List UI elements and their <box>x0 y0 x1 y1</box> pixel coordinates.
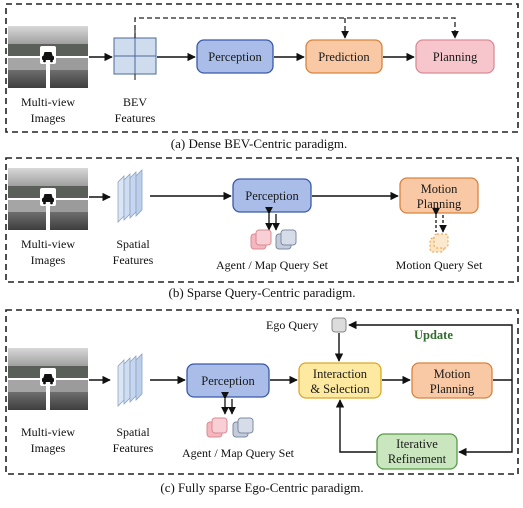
panel-c-agent-map-query-label: Agent / Map Query Set <box>182 446 295 460</box>
panel-c-motion-planning-box <box>411 362 493 399</box>
panel-b-motion-planning-label-1: Motion <box>421 182 459 196</box>
ego-query-icon <box>331 317 347 333</box>
ego-query-label: Ego Query <box>266 318 318 332</box>
panel-b-perception-label: Perception <box>245 189 299 203</box>
panel-a-prediction-box <box>305 39 383 74</box>
panel-b-agent-map-query-icon <box>250 229 297 250</box>
panel-a-bev-label-2: Features <box>115 111 156 125</box>
interaction-label-1: Interaction <box>313 367 368 381</box>
panel-b-multiview-images <box>8 168 88 230</box>
panel-b-motion-query-icon <box>429 233 449 253</box>
panel-a-input-label-2: Images <box>31 111 66 125</box>
panel-b-motion-query-label: Motion Query Set <box>396 258 483 272</box>
panel-a-input-label-1: Multi-view <box>21 95 75 109</box>
iterative-label-1: Iterative <box>396 437 438 451</box>
panel-b-input-label-2: Images <box>31 253 66 267</box>
update-label: Update <box>414 328 453 342</box>
panel-c-perception-label: Perception <box>201 374 255 388</box>
interaction-label-2: & Selection <box>310 382 370 396</box>
panel-b-spatial-label-1: Spatial <box>116 237 150 251</box>
bev-features-grid <box>113 30 157 80</box>
panel-a-prediction-label: Prediction <box>318 50 370 64</box>
panel-c-motion-planning-label-1: Motion <box>434 367 472 381</box>
panel-b-agent-map-query-label: Agent / Map Query Set <box>216 258 329 272</box>
panel-b-frame <box>5 157 519 283</box>
panel-a-planning-box <box>415 39 495 74</box>
panel-c-spatial-label-2: Features <box>113 441 154 455</box>
panel-c-caption: (c) Fully sparse Ego-Centric paradigm. <box>160 480 363 495</box>
panel-c-input-label-2: Images <box>31 441 66 455</box>
panel-c-frame <box>5 309 519 475</box>
iterative-label-2: Refinement <box>388 452 447 466</box>
panel-b-spatial-label-2: Features <box>113 253 154 267</box>
panel-a-perception-label: Perception <box>208 50 262 64</box>
panel-c-motion-planning-label-2: Planning <box>430 382 475 396</box>
interaction-selection-box <box>298 362 382 399</box>
panel-c-input-label-1: Multi-view <box>21 425 75 439</box>
panel-a-frame <box>5 3 519 133</box>
panel-c-spatial-label-1: Spatial <box>116 425 150 439</box>
panel-c-agent-map-query-icon <box>206 417 254 438</box>
panel-c-multiview-images <box>8 348 88 410</box>
panel-c-spatial-features-stack <box>117 353 143 407</box>
panel-a-caption: (a) Dense BEV-Centric paradigm. <box>171 136 347 151</box>
panel-b-spatial-features-stack <box>117 169 143 223</box>
iterative-refinement-box <box>376 433 458 470</box>
panel-a-bev-label-1: BEV <box>123 95 147 109</box>
panel-b-input-label-1: Multi-view <box>21 237 75 251</box>
panel-b-motion-planning-label-2: Planning <box>417 197 462 211</box>
panel-a-perception-box <box>196 39 274 74</box>
panel-b-caption: (b) Sparse Query-Centric paradigm. <box>169 285 356 300</box>
panel-a-planning-label: Planning <box>433 50 478 64</box>
panel-a-multiview-images <box>8 26 88 88</box>
